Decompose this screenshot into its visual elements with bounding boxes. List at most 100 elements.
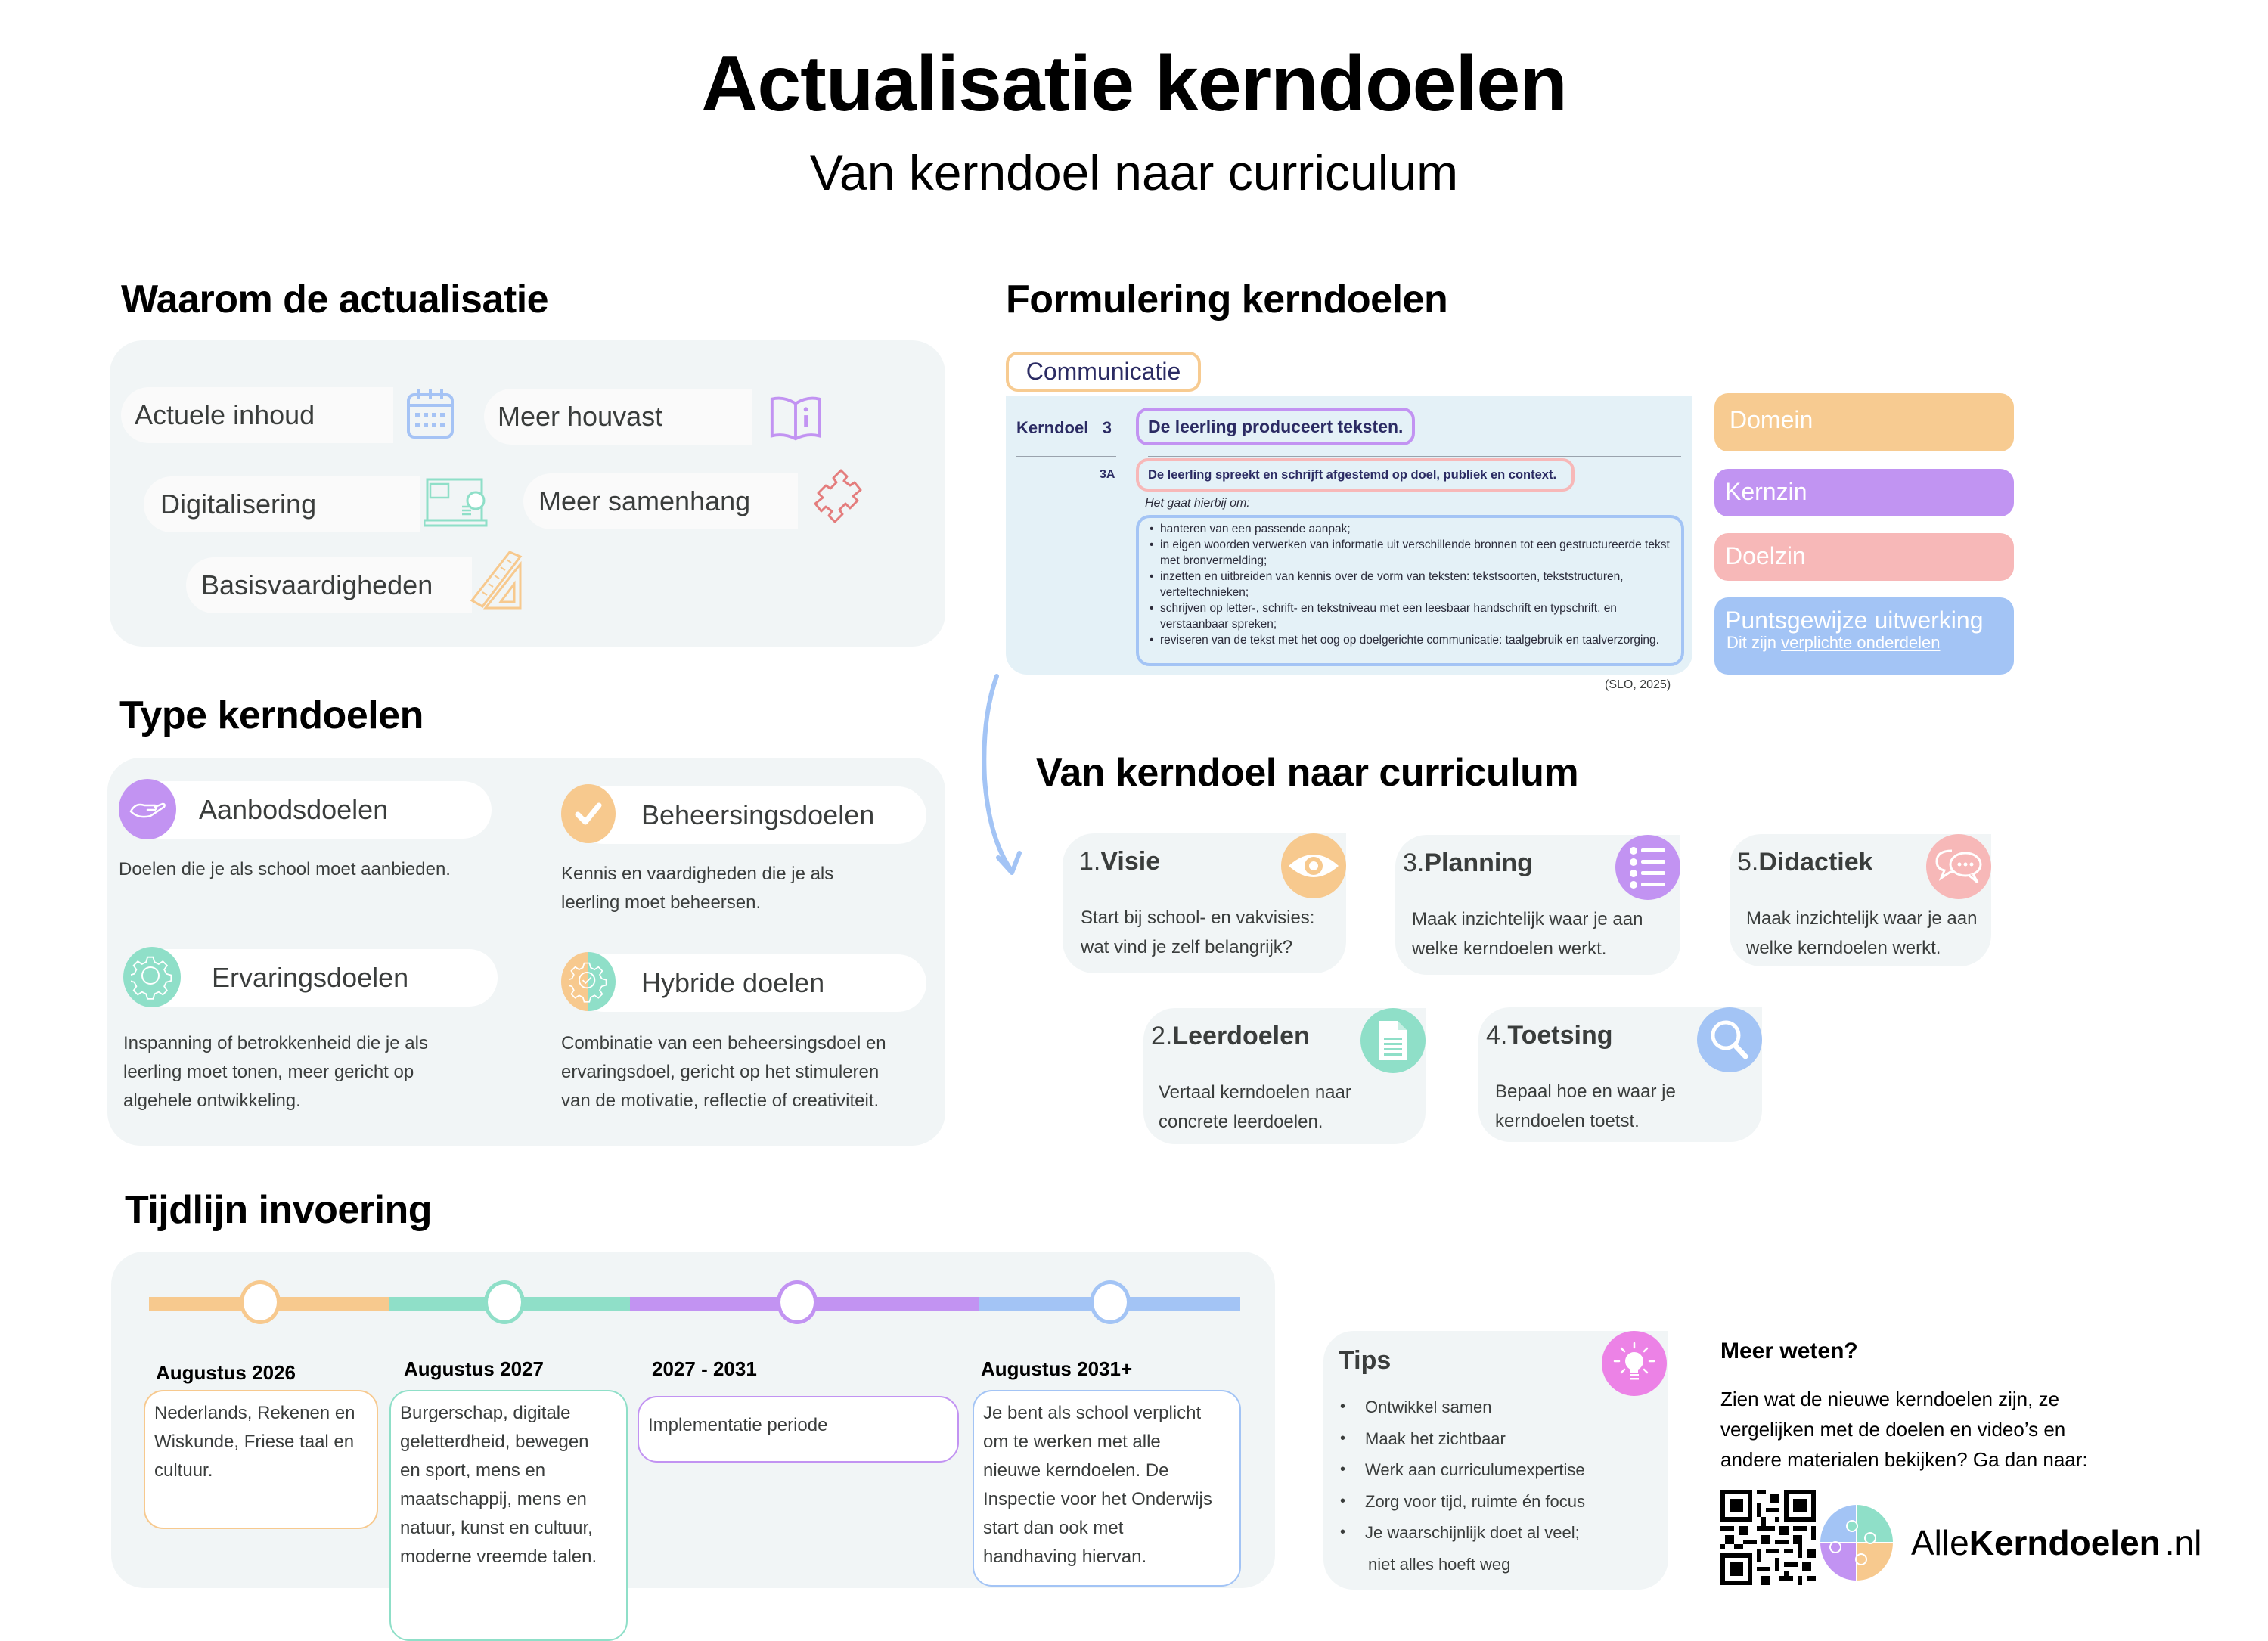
- tip-item: •Ontwikkel samen: [1340, 1397, 1492, 1416]
- timeline-date: Augustus 2027: [404, 1357, 544, 1380]
- section-heading-waarom: Waarom de actualisatie: [121, 278, 549, 321]
- tips-heading: Tips: [1339, 1346, 1392, 1375]
- allekerndoelen-logo[interactable]: AlleKerndoelen.nl: [1819, 1501, 2212, 1584]
- doelzin-number: 3A: [1100, 468, 1115, 481]
- qr-code-icon[interactable]: [1720, 1490, 1816, 1585]
- step-desc: Start bij school- en vakvisies:wat vind …: [1081, 907, 1315, 957]
- legend-kernzin: Kernzin: [1714, 469, 2014, 516]
- tip-continuation: niet alles hoeft weg: [1368, 1554, 1511, 1574]
- reason-label: Meer houvast: [498, 401, 663, 432]
- tips-panel: Tips •Ontwikkel samen •Maak het zichtbaa…: [1323, 1331, 1668, 1590]
- tips-list: •Ontwikkel samen •Maak het zichtbaar •We…: [1340, 1391, 1658, 1580]
- calendar-icon: [402, 386, 458, 442]
- type-pill-hybride: Hybride doelen: [575, 954, 926, 1012]
- reason-label: Digitalisering: [160, 489, 317, 520]
- meer-weten-text: Zien wat de nieuwe kerndoelen zijn, ze v…: [1720, 1388, 2088, 1471]
- page-subtitle: Van kerndoel naar curriculum: [809, 144, 1459, 200]
- step-title: 1.Visie: [1079, 847, 1161, 876]
- uitwerking-item: •inzetten en uitbreiden van kennis over …: [1150, 570, 1624, 599]
- type-label: Beheersingsdoelen: [641, 799, 875, 830]
- step-card-visie: 1.Visie Start bij school- en vakvisies:w…: [1063, 833, 1346, 973]
- reason-label: Actuele inhoud: [135, 399, 315, 430]
- type-label: Hybride doelen: [641, 967, 825, 998]
- step-title: 5.Didactiek: [1737, 848, 1873, 876]
- reason-pill-meer-samenhang: Meer samenhang: [523, 473, 798, 529]
- eye-icon: [1281, 833, 1346, 898]
- hand-icon: [119, 779, 176, 839]
- section-heading-curriculum: Van kerndoel naar curriculum: [1036, 751, 1579, 795]
- lightbulb-icon: [1602, 1331, 1667, 1396]
- type-pill-ervaringsdoelen: Ervaringsdoelen: [136, 949, 498, 1007]
- tip-item: •Zorg voor tijd, ruimte én focus: [1340, 1491, 1586, 1511]
- type-desc-ervaringsdoelen: Inspanning of betrokkenheid die je als l…: [123, 1033, 428, 1111]
- reason-label: Meer samenhang: [538, 485, 751, 516]
- verplichte-link[interactable]: verplichte onderdelen: [1781, 633, 1941, 652]
- list-icon: [1615, 835, 1680, 900]
- step-title: 2.Leerdoelen: [1151, 1022, 1310, 1050]
- magnifier-icon: [1697, 1007, 1762, 1072]
- legend-domein: Domein: [1714, 393, 2014, 451]
- doelzin-box: De leerling spreekt en schrijft afgestem…: [1136, 458, 1575, 492]
- timeline-card-2027-2031: Implementatie periode: [638, 1396, 959, 1463]
- uitwerking-item: •schrijven op letter-, schrift- en tekst…: [1150, 602, 1617, 631]
- reason-pill-meer-houvast: Meer houvast: [484, 389, 752, 445]
- kernzin-box: De leerling produceert teksten.: [1136, 408, 1416, 445]
- meer-weten-heading: Meer weten?: [1720, 1339, 1858, 1363]
- type-desc-beheersingsdoelen: Kennis en vaardigheden die je als leerli…: [561, 864, 834, 913]
- logo-text: AlleKerndoelen.nl: [1911, 1523, 2202, 1562]
- ruler-triangle-icon: [467, 551, 525, 611]
- section-heading-tijdlijn: Tijdlijn invoering: [125, 1188, 433, 1232]
- uitwerking-item: •hanteren van een passende aanpak;: [1150, 523, 1351, 535]
- uitwerking-intro: Het gaat hierbij om:: [1145, 497, 1250, 510]
- puzzle-logo-icon: [1820, 1505, 1893, 1581]
- divider: [1148, 456, 1681, 457]
- check-icon: [561, 784, 616, 843]
- divider: [1016, 456, 1116, 457]
- kerndoel-panel: Kerndoel 3 De leerling produceert tekste…: [1006, 396, 1692, 675]
- type-label: Ervaringsdoelen: [212, 962, 409, 993]
- timeline-marker: [484, 1280, 525, 1324]
- section-heading-formulering: Formulering kerndoelen: [1006, 278, 1448, 321]
- step-title: 3.Planning: [1403, 848, 1533, 877]
- legend-label: Puntsgewijze uitwerking: [1725, 606, 1984, 634]
- timeline-date: Augustus 2031+: [981, 1357, 1133, 1380]
- reason-pill-actuele-inhoud: Actuele inhoud: [121, 387, 393, 443]
- timeline-marker: [1090, 1280, 1131, 1324]
- puzzle-icon: [809, 467, 867, 525]
- type-pill-beheersingsdoelen: Beheersingsdoelen: [575, 786, 926, 844]
- timeline-marker: [777, 1280, 818, 1324]
- legend-sublabel: Dit zijn verplichte onderdelen: [1727, 633, 1941, 652]
- domain-tag: Communicatie: [1006, 352, 1201, 392]
- legend-puntsgewijze: Puntsgewijze uitwerking Dit zijn verplic…: [1714, 597, 2014, 675]
- reason-pill-basisvaardigheden: Basisvaardigheden: [186, 557, 472, 613]
- section-heading-type: Type kerndoelen: [119, 693, 424, 737]
- reason-pill-digitalisering: Digitalisering: [144, 476, 420, 532]
- page-title: Actualisatie kerndoelen: [701, 40, 1568, 128]
- tip-item: •Je waarschijnlijk doet al veel;: [1340, 1523, 1580, 1542]
- chat-bubbles-icon: [1926, 834, 1991, 899]
- timeline-date: 2027 - 2031: [652, 1357, 757, 1380]
- type-desc-hybride: Combinatie van een beheersingsdoel en er…: [561, 1033, 886, 1111]
- uitwerking-item: •in eigen woorden verwerken van informat…: [1150, 538, 1670, 567]
- type-desc-aanbodsdoelen: Doelen die je als school moet aanbieden.: [119, 859, 451, 879]
- type-pill-aanbodsdoelen: Aanbodsdoelen: [132, 781, 492, 839]
- type-label: Aanbodsdoelen: [199, 794, 389, 825]
- step-card-planning: 3.Planning Maak inzichtelijk waar je aan…: [1395, 835, 1680, 975]
- document-icon: [1360, 1008, 1426, 1073]
- uitwerking-item: •reviseren van de tekst met het oog op d…: [1150, 634, 1659, 647]
- citation: (SLO, 2025): [1605, 678, 1671, 691]
- gear-check-icon: [561, 952, 616, 1011]
- step-card-didactiek: 5.Didactiek Maak inzichtelijk waar je aa…: [1730, 834, 1991, 966]
- uitwerking-box: •hanteren van een passende aanpak; •in e…: [1136, 515, 1684, 666]
- tip-item: •Werk aan curriculumexpertise: [1340, 1460, 1585, 1479]
- legend-doelzin: Doelzin: [1714, 533, 2014, 581]
- timeline-marker: [240, 1280, 281, 1324]
